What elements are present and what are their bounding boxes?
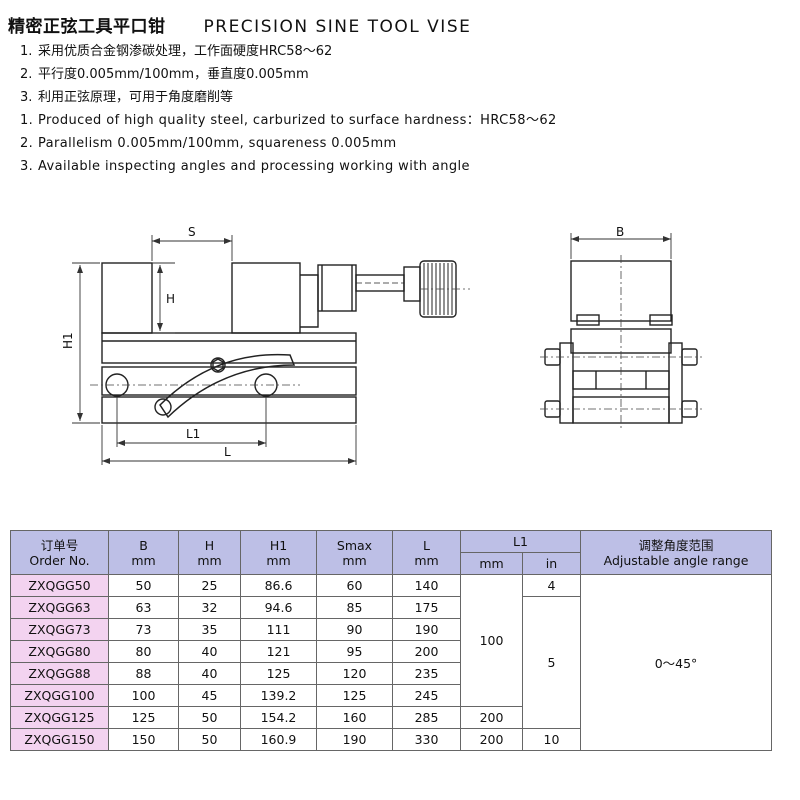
feature-item: 1.Produced of high quality steel, carbur…: [20, 113, 557, 128]
table-cell: 86.6: [240, 574, 317, 597]
title-en: PRECISION SINE TOOL VISE: [203, 17, 472, 37]
table-cell: 200: [392, 640, 461, 663]
table-cell: 235: [392, 662, 461, 685]
table-cell: 50: [178, 728, 241, 751]
table-cell: 154.2: [240, 706, 317, 729]
dim-label-s: S: [188, 225, 196, 239]
table-cell: 125: [316, 684, 393, 707]
page-title: 精密正弦工具平口钳 PRECISION SINE TOOL VISE: [8, 12, 471, 37]
table-cell: ZXQGG73: [10, 618, 109, 641]
angle-arm: [159, 353, 296, 419]
table-cell: 150: [108, 728, 179, 751]
table-cell: 80: [108, 640, 179, 663]
feature-item: 1.采用优质合金钢渗碳处理，工作面硬度HRC58～62: [20, 44, 333, 59]
table-cell: 4: [521, 574, 582, 597]
header-l1-mm: mm: [460, 552, 523, 575]
table-cell: 200: [460, 728, 523, 751]
table-cell: 10: [521, 728, 582, 751]
table-cell: 90: [316, 618, 393, 641]
table-cell: 94.6: [240, 596, 317, 619]
feature-item: 2.Parallelism 0.005mm/100mm, squareness …: [20, 136, 397, 151]
table-cell: 73: [108, 618, 179, 641]
feature-item: 2.平行度0.005mm/100mm，垂直度0.005mm: [20, 67, 309, 82]
table-cell: 125: [108, 706, 179, 729]
table-cell: 175: [392, 596, 461, 619]
table-cell: 100: [108, 684, 179, 707]
table-cell: 140: [392, 574, 461, 597]
table-cell: 40: [178, 640, 241, 663]
table-cell: 160.9: [240, 728, 317, 751]
l1-mm-group: 100: [460, 574, 523, 707]
table-cell: 50: [108, 574, 179, 597]
table-cell: ZXQGG80: [10, 640, 109, 663]
table-cell: 40: [178, 662, 241, 685]
table-cell: 95: [316, 640, 393, 663]
technical-drawing: S H H1 L1 L B: [61, 225, 702, 465]
dim-label-h: H: [166, 292, 175, 306]
table-cell: ZXQGG63: [10, 596, 109, 619]
angle-range: 0～45°: [580, 574, 773, 751]
upper-plate: [101, 332, 357, 364]
table-cell: 285: [392, 706, 461, 729]
dim-label-b: B: [616, 225, 624, 239]
dim-label-h1: H1: [61, 332, 75, 349]
table-cell: ZXQGG88: [10, 662, 109, 685]
movable-jaw: [231, 262, 301, 334]
title-cn: 精密正弦工具平口钳: [8, 17, 166, 37]
table-cell: 111: [240, 618, 317, 641]
table-cell: 330: [392, 728, 461, 751]
table-cell: ZXQGG150: [10, 728, 109, 751]
feature-item: 3.Available inspecting angles and proces…: [20, 159, 470, 174]
table-cell: 190: [316, 728, 393, 751]
table-cell: 35: [178, 618, 241, 641]
dim-label-l: L: [224, 445, 231, 459]
table-cell: 63: [108, 596, 179, 619]
feature-list: 1.采用优质合金钢渗碳处理，工作面硬度HRC58～62 2.平行度0.005mm…: [8, 40, 557, 178]
header-l1-in: in: [521, 552, 582, 575]
table-cell: 160: [316, 706, 393, 729]
table-cell: 60: [316, 574, 393, 597]
table-cell: 200: [460, 706, 523, 729]
table-cell: 139.2: [240, 684, 317, 707]
table-cell: 121: [240, 640, 317, 663]
table-cell: ZXQGG125: [10, 706, 109, 729]
base-plate: [101, 396, 357, 424]
table-cell: 125: [240, 662, 317, 685]
header-l1: L1: [459, 530, 582, 553]
table-cell: 120: [316, 662, 393, 685]
table-cell: 85: [316, 596, 393, 619]
table-cell: 50: [178, 706, 241, 729]
table-cell: 88: [108, 662, 179, 685]
table-cell: 45: [178, 684, 241, 707]
table-cell: 25: [178, 574, 241, 597]
dim-label-l1: L1: [186, 427, 200, 441]
table-cell: 32: [178, 596, 241, 619]
fixed-jaw: [101, 262, 153, 334]
table-cell: ZXQGG50: [10, 574, 109, 597]
table-cell: ZXQGG100: [10, 684, 109, 707]
feature-item: 3.利用正弦原理，可用于角度磨削等: [20, 90, 234, 105]
l1-in-group: 5: [521, 596, 582, 729]
table-cell: 245: [392, 684, 461, 707]
table-cell: 190: [392, 618, 461, 641]
